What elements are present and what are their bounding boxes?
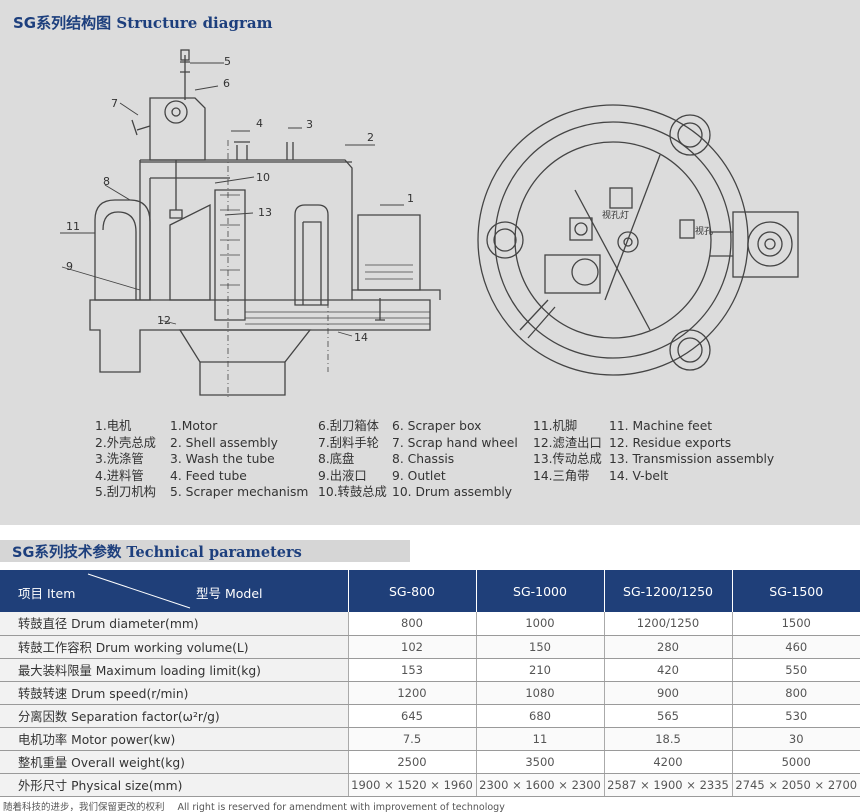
table-cell: 460 (732, 635, 860, 659)
callout-1: 1 (407, 192, 414, 205)
table-cell: 150 (476, 635, 605, 659)
right-support-tower (294, 204, 329, 306)
callout-2: 2 (367, 131, 374, 144)
callout-11: 11 (66, 220, 80, 233)
callout-3: 3 (306, 118, 313, 131)
table-cell: 2300 × 1600 × 2300 (476, 773, 605, 797)
footer-note: 随着科技的进步，我们保留更改的权利 All right is reserved … (3, 802, 505, 812)
model-header: SG-1200/1250 (604, 570, 733, 612)
table-cell: 2500 (348, 750, 477, 774)
scrap-hand-wheel (164, 100, 188, 124)
table-row: 转鼓工作容积 Drum working volume(L) 102 150 28… (0, 635, 860, 659)
top-view-scraper-mechanism (544, 254, 601, 294)
drum-hub (214, 189, 246, 321)
table-cell: 18.5 (604, 727, 733, 751)
row-label: 电机功率 Motor power(kw) (0, 727, 349, 751)
row-label: 转鼓转速 Drum speed(r/min) (0, 681, 349, 705)
table-row: 转鼓转速 Drum speed(r/min) 1200 1080 900 800 (0, 681, 860, 705)
structure-diagram-section (0, 0, 860, 525)
table-cell: 645 (348, 704, 477, 728)
callout-4: 4 (256, 117, 263, 130)
structure-diagram-title: SG系列结构图 Structure diagram (13, 14, 273, 32)
top-view-motor-mount (732, 211, 799, 278)
model-header: SG-1000 (476, 570, 605, 612)
table-cell: 2587 × 1900 × 2335 (604, 773, 733, 797)
table-cell: 1000 (476, 612, 605, 636)
table-cell: 800 (732, 681, 860, 705)
table-cell: 30 (732, 727, 860, 751)
table-cell: 530 (732, 704, 860, 728)
row-label: 分离因数 Separation factor(ω²r/g) (0, 704, 349, 728)
callout-10: 10 (256, 171, 270, 184)
technical-parameters-table: 项目 Item 型号 Model SG-800 SG-1000 SG-1200/… (0, 570, 860, 797)
technical-parameters-title-bar (0, 540, 410, 562)
table-cell: 210 (476, 658, 605, 682)
chassis-outline (89, 299, 431, 373)
callout-8: 8 (103, 175, 110, 188)
legend-col2-en: 6. Scraper box 7. Scrap hand wheel 8. Ch… (392, 419, 518, 500)
table-row: 外形尺寸 Physical size(mm) 1900 × 1520 × 196… (0, 773, 860, 797)
table-row: 转鼓直径 Drum diameter(mm) 800 1000 1200/125… (0, 612, 860, 636)
table-header-row: 项目 Item 型号 Model SG-800 SG-1000 SG-1200/… (0, 570, 860, 612)
table-cell: 7.5 (348, 727, 477, 751)
table-cell: 680 (476, 704, 605, 728)
callout-7: 7 (111, 97, 118, 110)
legend-col2-cn: 6.刮刀箱体 7.刮料手轮 8.底盘 9.出液口 10.转鼓总成 (318, 419, 387, 500)
table-cell: 102 (348, 635, 477, 659)
technical-parameters-title: SG系列技术参数 Technical parameters (12, 544, 302, 561)
row-label: 最大装料限量 Maximum loading limit(kg) (0, 658, 349, 682)
legend-col3-en: 11. Machine feet 12. Residue exports 13.… (609, 419, 775, 483)
model-header: SG-800 (348, 570, 477, 612)
table-row: 最大装料限量 Maximum loading limit(kg) 153 210… (0, 658, 860, 682)
callout-14: 14 (354, 331, 368, 344)
table-cell: 565 (604, 704, 733, 728)
row-label: 转鼓工作容积 Drum working volume(L) (0, 635, 349, 659)
callout-13: 13 (258, 206, 272, 219)
structure-drawing: 1 2 3 4 5 6 7 8 9 10 11 12 13 14 (60, 49, 799, 400)
table-cell: 1200/1250 (604, 612, 733, 636)
legend-col1-en: 1.Motor 2. Shell assembly 3. Wash the tu… (170, 419, 309, 500)
table-cell: 280 (604, 635, 733, 659)
table-row: 分离因数 Separation factor(ω²r/g) 645 680 56… (0, 704, 860, 728)
table-cell: 1080 (476, 681, 605, 705)
callout-12: 12 (157, 314, 171, 327)
scraper-box (149, 97, 206, 161)
table-cell: 2745 × 2050 × 2700 (732, 773, 860, 797)
table-cell: 1900 × 1520 × 1960 (348, 773, 477, 797)
model-header: SG-1500 (732, 570, 860, 612)
callout-9: 9 (66, 260, 73, 273)
row-label: 整机重量 Overall weight(kg) (0, 750, 349, 774)
shell-outline (140, 159, 353, 300)
top-view-foot-lug (669, 114, 711, 156)
table-cell: 800 (348, 612, 477, 636)
table-row: 电机功率 Motor power(kw) 7.5 11 18.5 30 (0, 727, 860, 751)
legend-col3-cn: 11.机脚 12.滤渣出口 13.传动总成 14.三角带 (533, 419, 602, 483)
table-cell: 1500 (732, 612, 860, 636)
sight-lamp-label: 视孔灯 (602, 209, 629, 221)
table-cell: 4200 (604, 750, 733, 774)
callout-6: 6 (223, 77, 230, 90)
item-model-header: 项目 Item 型号 Model (0, 570, 349, 612)
header-diagonal (87, 573, 191, 609)
table-cell: 550 (732, 658, 860, 682)
row-label: 转鼓直径 Drum diameter(mm) (0, 612, 349, 636)
callout-5: 5 (224, 55, 231, 68)
row-label: 外形尺寸 Physical size(mm) (0, 773, 349, 797)
table-cell: 153 (348, 658, 477, 682)
table-cell: 5000 (732, 750, 860, 774)
sight-hole-label: 视孔 (695, 225, 713, 237)
table-cell: 420 (604, 658, 733, 682)
table-cell: 3500 (476, 750, 605, 774)
table-cell: 900 (604, 681, 733, 705)
legend-col1-cn: 1.电机 2.外壳总成 3.洗涤管 4.进料管 5.刮刀机构 (95, 419, 156, 500)
table-cell: 1200 (348, 681, 477, 705)
table-row: 整机重量 Overall weight(kg) 2500 3500 4200 5… (0, 750, 860, 774)
table-cell: 11 (476, 727, 605, 751)
